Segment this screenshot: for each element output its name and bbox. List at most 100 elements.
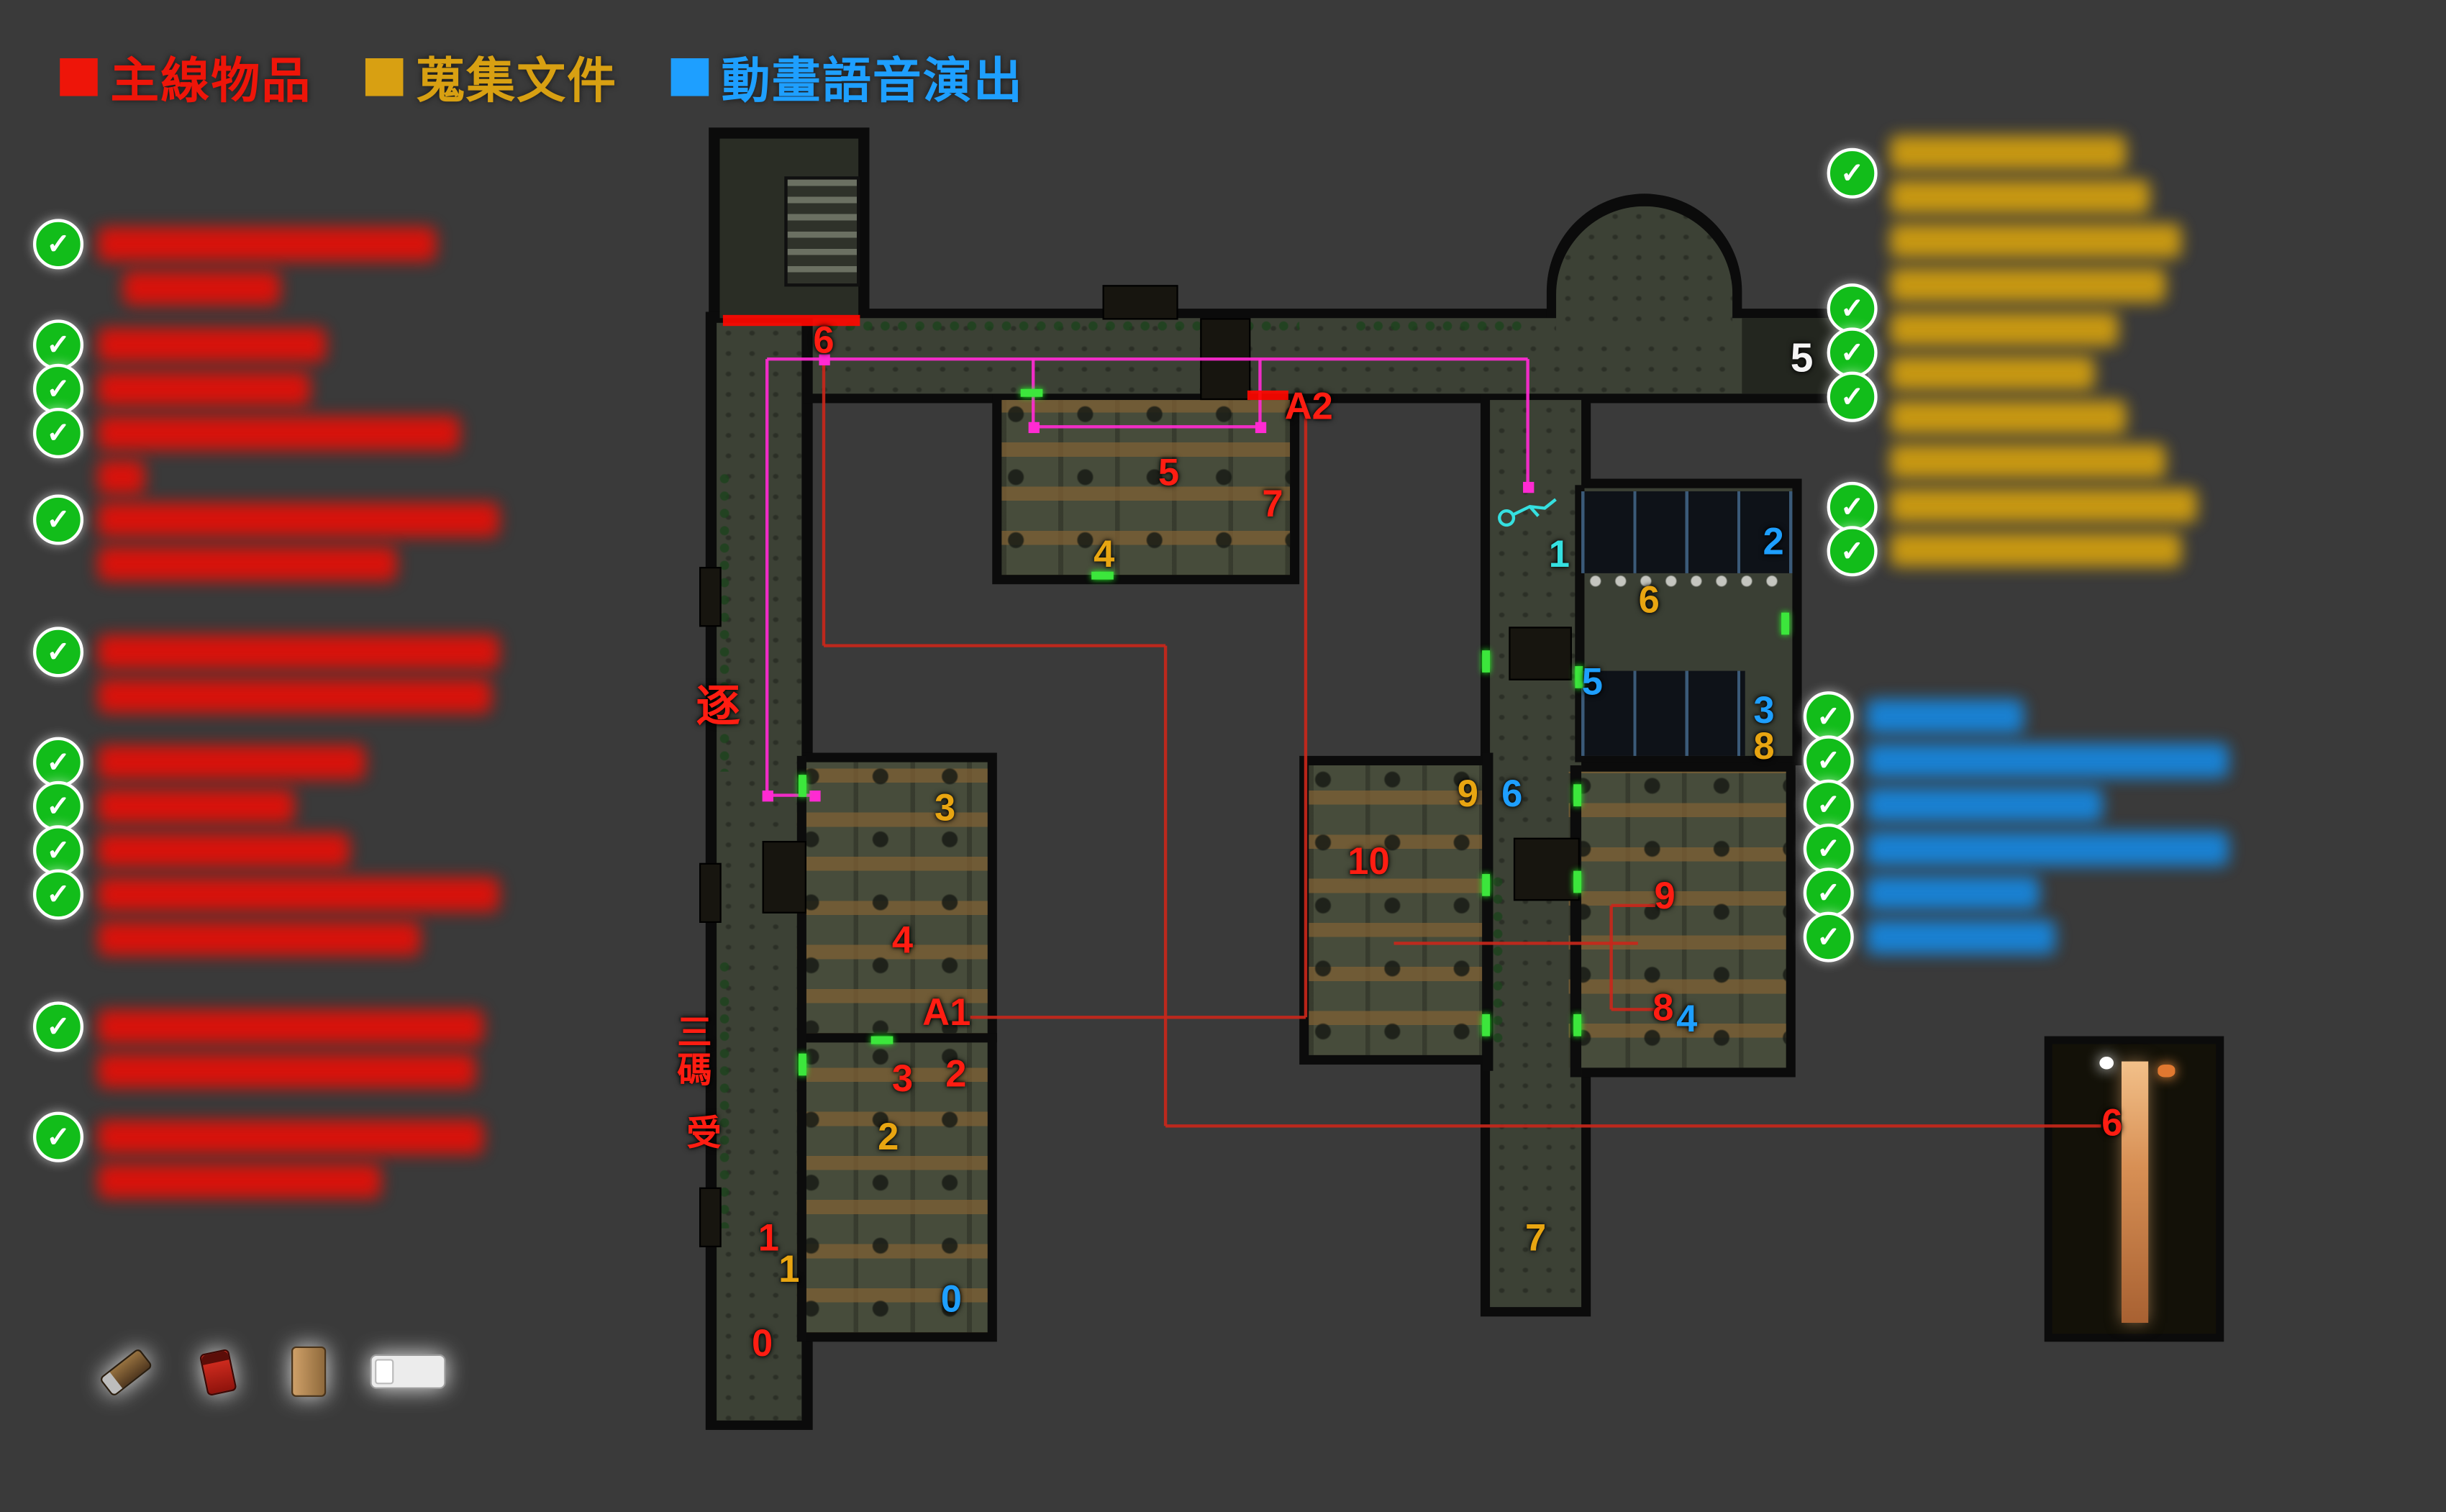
map-wall — [1482, 752, 1493, 1071]
route-dot — [1027, 421, 1039, 432]
staircase — [784, 176, 860, 287]
route-line — [1165, 1124, 2101, 1128]
redacted-text-line-documents-list — [1890, 179, 2150, 214]
left-room-upper — [796, 762, 988, 1034]
route-line — [1394, 942, 1638, 945]
map-marker-cyan-1: 1 — [1548, 534, 1570, 577]
map-marker-gold-6: 6 — [1638, 579, 1660, 622]
map-marker-red-碼: 碼 — [677, 1050, 712, 1090]
left-room-lower — [796, 1042, 988, 1333]
route-dot — [1254, 421, 1266, 432]
map-marker-blue-4: 4 — [1676, 998, 1698, 1042]
checkmark-main-items-list: ✓ — [32, 363, 84, 414]
redacted-text-line-main-items-list — [122, 270, 281, 306]
route-line — [1163, 645, 1168, 1126]
top-classroom — [1001, 400, 1291, 575]
checkmark-documents-list: ✓ — [1827, 526, 1878, 577]
redacted-text-line-cutscene-list — [1866, 699, 2024, 734]
cabinet — [1509, 627, 1572, 680]
map-marker-red-7: 7 — [1262, 483, 1283, 527]
door-marker — [797, 1053, 806, 1076]
redacted-text-line-documents-list — [1890, 532, 2182, 568]
redacted-text-line-documents-list — [1890, 268, 2166, 303]
map-marker-gold-2: 2 — [878, 1116, 899, 1160]
item-icon-battery — [88, 1339, 164, 1405]
map-marker-red-5: 5 — [1158, 452, 1180, 495]
inventory-icons — [88, 1339, 454, 1405]
item-glow-white — [2099, 1057, 2114, 1070]
door-marker — [1781, 612, 1788, 635]
redacted-text-line-main-items-list — [97, 1119, 484, 1155]
restroom-stalls-bottom — [1581, 670, 1745, 756]
mid-right-room — [1568, 771, 1786, 1068]
legend-item-cutscenes: 動畫語音演出 — [670, 41, 1024, 112]
checkmark-documents-list: ✓ — [1827, 147, 1878, 199]
map-marker-red-A2: A2 — [1284, 386, 1333, 429]
map-marker-blue-2: 2 — [1763, 521, 1784, 564]
map-marker-red-3: 3 — [891, 1058, 914, 1101]
map-marker-red-三: 三 — [677, 1012, 712, 1052]
door-marker — [1481, 650, 1489, 673]
checkmark-main-items-list: ✓ — [32, 869, 84, 920]
map-marker-gold-3: 3 — [934, 787, 956, 830]
route-line — [970, 1016, 1306, 1019]
door-marker — [1481, 1014, 1489, 1037]
checkmark-main-items-list: ✓ — [32, 219, 84, 270]
redacted-text-line-documents-list — [1890, 223, 2182, 259]
redacted-text-line-main-items-list — [97, 744, 365, 780]
checkmark-cutscene-list: ✓ — [1803, 824, 1854, 875]
map-marker-red-8: 8 — [1652, 987, 1674, 1030]
map-marker-red-6: 6 — [813, 319, 835, 363]
route-line — [722, 314, 860, 326]
door-recess — [699, 1187, 722, 1247]
route-line — [767, 357, 1528, 361]
route-line — [767, 793, 814, 797]
route-line — [1304, 412, 1308, 1018]
plants — [1491, 875, 1504, 1049]
legend-label-documents: 蒐集文件 — [415, 53, 618, 109]
plants — [1354, 319, 1528, 332]
route-line — [1611, 903, 1655, 908]
item-icon-red-bottle — [180, 1339, 255, 1405]
route-line — [1247, 390, 1288, 401]
map-marker-red-0: 0 — [751, 1323, 773, 1366]
door-marker — [1573, 870, 1581, 893]
map-marker-red-10: 10 — [1347, 841, 1390, 884]
checkmark-main-items-list: ✓ — [32, 494, 84, 545]
redacted-text-line-main-items-list — [97, 502, 500, 537]
legend-label-main-items: 主線物品 — [110, 53, 312, 109]
restroom-stalls-top — [1581, 491, 1793, 573]
legend-label-cutscenes: 動畫語音演出 — [721, 53, 1024, 109]
route-dot — [1522, 481, 1534, 493]
item-glow-orange — [2158, 1064, 2176, 1078]
redacted-text-line-cutscene-list — [1866, 919, 2056, 955]
checkmark-cutscene-list: ✓ — [1803, 691, 1854, 742]
route-line — [765, 359, 769, 796]
door-recess — [699, 567, 722, 627]
route-dot — [809, 789, 820, 801]
checkmark-documents-list: ✓ — [1827, 283, 1878, 334]
cabinet — [1513, 837, 1580, 901]
lit-hallway — [2121, 1061, 2149, 1324]
map-marker-gold-4: 4 — [1094, 534, 1115, 577]
door-marker — [1481, 874, 1489, 896]
item-icon-wood-plank — [271, 1339, 347, 1405]
redacted-text-line-main-items-list — [97, 634, 500, 670]
redacted-text-line-main-items-list — [97, 1163, 381, 1199]
redacted-text-line-cutscene-list — [1866, 787, 2103, 822]
route-line — [1611, 1008, 1655, 1011]
item-icon-bed — [363, 1339, 454, 1405]
checkmark-cutscene-list: ✓ — [1803, 911, 1854, 962]
corridor-sign — [1102, 285, 1178, 320]
plants — [827, 319, 1300, 332]
cabinet — [762, 841, 806, 914]
route-line — [1609, 905, 1613, 1010]
map-marker-gold-8: 8 — [1753, 726, 1775, 769]
redacted-text-line-documents-list — [1890, 135, 2127, 170]
redacted-text-line-main-items-list — [97, 921, 421, 956]
restroom-fixtures — [1587, 573, 1790, 589]
map-marker-red-6: 6 — [2101, 1102, 2123, 1145]
map-marker-blue-0: 0 — [940, 1278, 962, 1321]
redacted-text-line-main-items-list — [97, 1053, 476, 1088]
